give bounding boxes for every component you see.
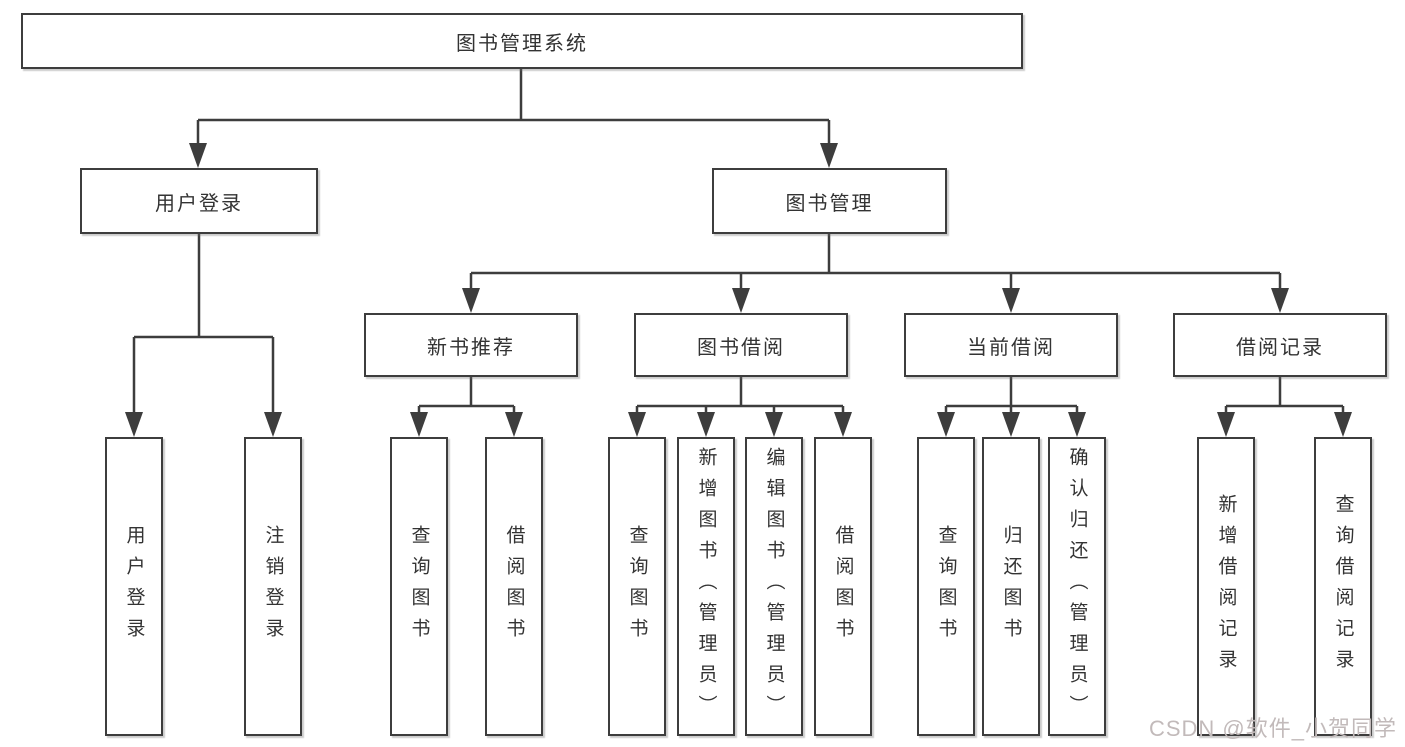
leaf-label: 注销登录 bbox=[262, 524, 284, 649]
leaf-label: 确认归还（管理员） bbox=[1066, 447, 1088, 726]
leaf-label: 编辑图书（管理员） bbox=[763, 447, 785, 726]
leaf-query-borrow-record: 查询借阅记录 bbox=[1314, 437, 1372, 736]
leaf-logout: 注销登录 bbox=[244, 437, 302, 736]
node-root: 图书管理系统 bbox=[21, 13, 1023, 69]
leaf-add-borrow-record: 新增借阅记录 bbox=[1197, 437, 1255, 736]
leaf-label: 借阅图书 bbox=[503, 524, 525, 649]
leaf-label: 查询图书 bbox=[626, 524, 648, 649]
leaf-borrow-books-recommend: 借阅图书 bbox=[485, 437, 543, 736]
leaf-label: 归还图书 bbox=[1000, 524, 1022, 649]
leaf-query-books-borrowing: 查询图书 bbox=[608, 437, 666, 736]
node-new-book-recommend: 新书推荐 bbox=[364, 313, 578, 377]
leaf-label: 查询图书 bbox=[408, 524, 430, 649]
node-current-borrowing-label: 当前借阅 bbox=[967, 336, 1055, 359]
leaf-add-books-admin: 新增图书（管理员） bbox=[677, 437, 735, 736]
watermark: CSDN @软件_小贺同学 bbox=[1148, 716, 1397, 741]
leaf-user-login: 用户登录 bbox=[105, 437, 163, 736]
leaf-label: 查询借阅记录 bbox=[1332, 493, 1354, 680]
leaf-query-books-recommend: 查询图书 bbox=[390, 437, 448, 736]
leaf-label: 新增图书（管理员） bbox=[695, 447, 717, 726]
node-root-label: 图书管理系统 bbox=[456, 32, 588, 55]
leaf-edit-books-admin: 编辑图书（管理员） bbox=[745, 437, 803, 736]
node-book-management: 图书管理 bbox=[712, 168, 947, 234]
leaf-confirm-return-admin: 确认归还（管理员） bbox=[1048, 437, 1106, 736]
node-book-borrowing: 图书借阅 bbox=[634, 313, 848, 377]
node-current-borrowing: 当前借阅 bbox=[904, 313, 1118, 377]
leaf-return-books: 归还图书 bbox=[982, 437, 1040, 736]
leaf-label: 新增借阅记录 bbox=[1215, 493, 1237, 680]
leaf-borrow-books-borrowing: 借阅图书 bbox=[814, 437, 872, 736]
leaf-label: 查询图书 bbox=[935, 524, 957, 649]
node-new-book-recommend-label: 新书推荐 bbox=[427, 336, 515, 359]
node-book-borrowing-label: 图书借阅 bbox=[697, 336, 785, 359]
node-user-login-label: 用户登录 bbox=[155, 192, 243, 215]
leaf-query-books-current: 查询图书 bbox=[917, 437, 975, 736]
node-borrow-records-label: 借阅记录 bbox=[1236, 336, 1324, 359]
leaf-label: 用户登录 bbox=[123, 524, 145, 649]
node-book-management-label: 图书管理 bbox=[785, 192, 874, 215]
node-user-login: 用户登录 bbox=[80, 168, 318, 234]
node-borrow-records: 借阅记录 bbox=[1173, 313, 1387, 377]
leaf-label: 借阅图书 bbox=[832, 524, 854, 649]
